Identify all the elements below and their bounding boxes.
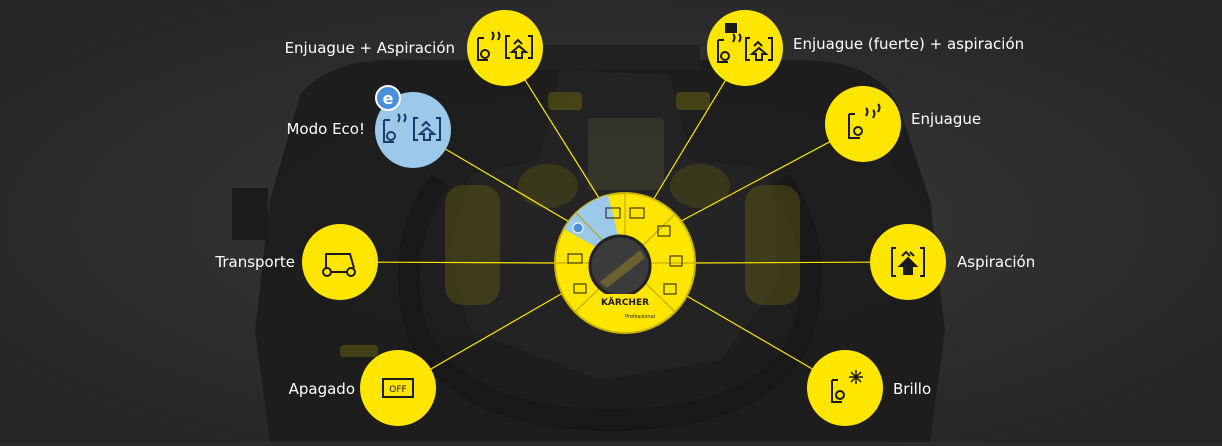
off-icon-text: OFF [389, 385, 406, 395]
label-rinse-strong-suction: Enjuague (fuerte) + aspiración [793, 35, 1024, 53]
eco-badge-letter: e [383, 89, 394, 108]
transport-icon [322, 253, 356, 277]
label-rinse: Enjuague [911, 110, 981, 128]
label-suction: Aspiración [957, 253, 1035, 271]
rinse-icon [848, 103, 881, 139]
label-off: Apagado [289, 380, 355, 398]
dial-brand: KÄRCHER [601, 297, 649, 308]
rinse-strong-suction-icon [717, 23, 773, 63]
eco-badge [375, 85, 401, 111]
mode-off[interactable]: OFF [360, 350, 436, 426]
suction-icon [891, 247, 925, 277]
dial-subtitle: Professional [625, 314, 655, 320]
mode-suction[interactable] [870, 224, 946, 300]
dial-segment-icons [567, 207, 683, 295]
mode-shine[interactable] [807, 350, 883, 426]
dial-pointer [600, 250, 645, 288]
mode-rinse[interactable] [825, 86, 901, 162]
mode-rinse-suction[interactable] [467, 10, 543, 86]
label-rinse-suction: Enjuague + Aspiración [285, 39, 455, 57]
off-icon [382, 378, 414, 398]
rinse-suction-icon [477, 31, 533, 61]
mode-dial[interactable]: KÄRCHER Professional [554, 192, 696, 334]
mode-rinse-strong-suction[interactable] [707, 10, 783, 86]
label-transport: Transporte [214, 253, 295, 271]
mode-eco[interactable]: e [375, 85, 451, 168]
label-eco-mode: Modo Eco! [286, 120, 365, 138]
dial-brand-bg [594, 294, 656, 308]
machine-display [588, 118, 664, 190]
mode-transport[interactable] [302, 224, 378, 300]
eco-mode-icon [383, 113, 441, 143]
shine-icon [831, 370, 863, 403]
label-shine: Brillo [893, 380, 931, 398]
